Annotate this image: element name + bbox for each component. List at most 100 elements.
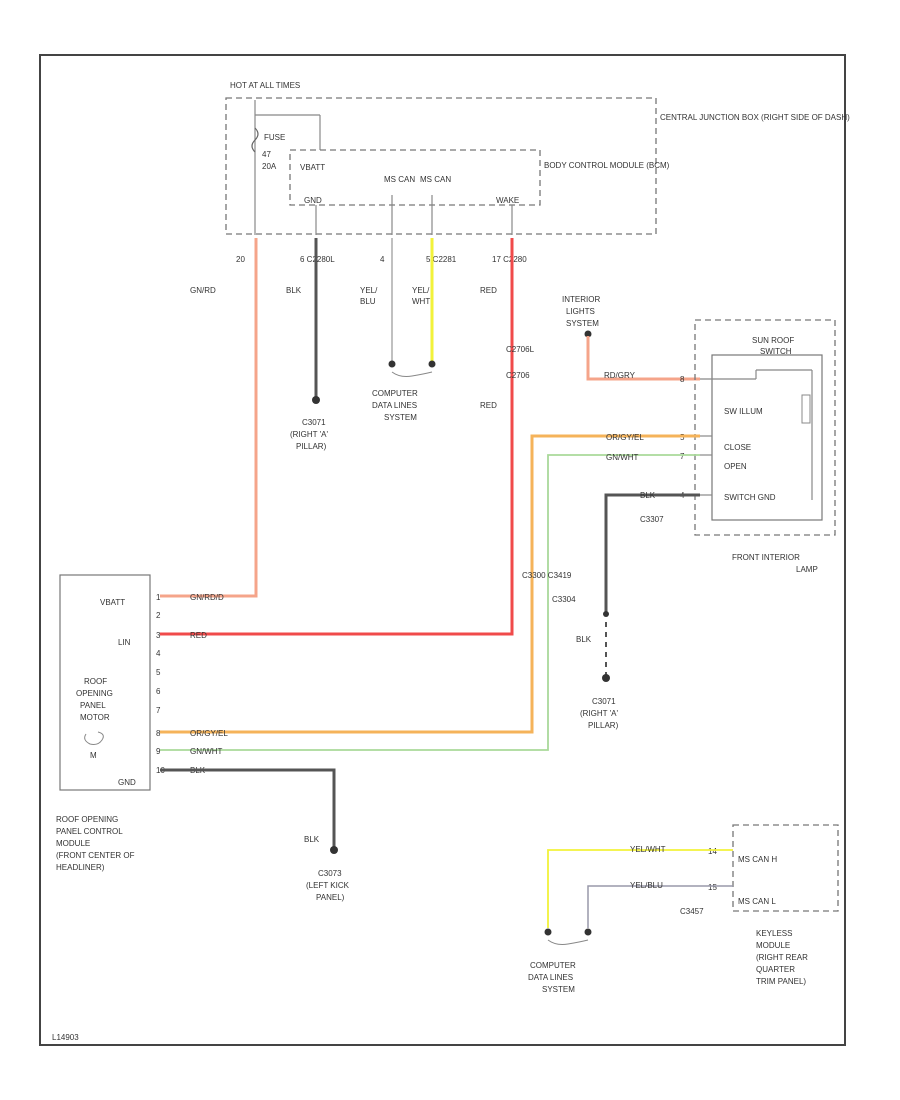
wire-label-blk2: BLK: [640, 491, 656, 500]
sw-illum: SW ILLUM: [724, 407, 763, 416]
roof-motor-l1: ROOF: [84, 677, 107, 686]
front-lamp-name-l2: LAMP: [796, 565, 818, 574]
wire-red: [160, 238, 514, 636]
wire-label-yel-wht-1: YEL/: [412, 286, 430, 295]
front-lamp-name-l1: FRONT INTERIOR: [732, 553, 800, 562]
wire-blk-ground2: [604, 493, 700, 612]
wire-label-yel-blu-2: BLU: [360, 297, 376, 306]
wire-label-c2706: C2706: [506, 371, 530, 380]
wire-label-red1: RED: [480, 286, 497, 295]
interior-lights-l3: SYSTEM: [566, 319, 599, 328]
roof-wire-label-1: GN/RD/D: [190, 593, 224, 602]
motor-icon: [84, 731, 104, 745]
keyless-pin-14: 14: [708, 847, 717, 856]
wire-label-yel-wht-2: WHT: [412, 297, 430, 306]
cdl2-bracket: [547, 939, 589, 945]
ground3-location-2: PANEL): [316, 893, 345, 902]
roof-wire-label-8: OR/GY/EL: [190, 729, 228, 738]
roof-motor-l3: PANEL: [80, 701, 106, 710]
fuse-number: 47: [262, 150, 271, 159]
bcm-wake: WAKE: [496, 196, 519, 205]
cdl1-l1: COMPUTER: [372, 389, 418, 398]
roof-vbatt: VBATT: [100, 598, 125, 607]
cdl2-terminal-a: [544, 928, 552, 936]
cdl1-l2: DATA LINES: [372, 401, 417, 410]
ground-point-3: [330, 846, 338, 854]
roof-module-name-l3: MODULE: [56, 839, 90, 848]
keyless-name-l4: QUARTER: [756, 965, 795, 974]
keyless-module-box: [732, 824, 839, 912]
wire-label-gnrd: GN/RD: [190, 286, 216, 295]
pin-label-20: 20: [236, 255, 245, 264]
splice-1: C3300 C3419: [522, 571, 572, 580]
wire-gnwht: [160, 454, 700, 751]
wire-label-yel-blu-1: YEL/: [360, 286, 378, 295]
interior-lights-l2: LIGHTS: [566, 307, 595, 316]
splice-terminal: [603, 611, 609, 617]
pin-label-c2280l: 6 C2280L: [300, 255, 335, 264]
roof-pin-6: 6: [156, 687, 161, 696]
wire-label-gnwht: GN/WHT: [606, 453, 639, 462]
fuse-label: FUSE: [264, 133, 285, 142]
sunroof-switch-l2: SWITCH: [760, 347, 792, 356]
open-label: OPEN: [724, 462, 747, 471]
ground2-location-2: PILLAR): [588, 721, 619, 730]
roof-motor-l2: OPENING: [76, 689, 113, 698]
roof-pin-1: 1: [156, 593, 161, 602]
wire-blk-ground3: [160, 768, 336, 848]
roof-lin: LIN: [118, 638, 131, 647]
wire-keyless-yel-wht: [547, 849, 733, 928]
wire-label-rdgry: RD/GRY: [604, 371, 636, 380]
cdl1-terminal-b: [428, 360, 436, 368]
roof-pin-9: 9: [156, 747, 161, 756]
ground3-location-1: (LEFT KICK: [306, 881, 350, 890]
interior-lights-terminal: [584, 330, 592, 338]
roof-module-name-l2: PANEL CONTROL: [56, 827, 123, 836]
interior-lights-l1: INTERIOR: [562, 295, 600, 304]
ground-point-1: [312, 396, 320, 404]
ground1-name: C3071: [302, 418, 326, 427]
ground2-name: C3071: [592, 697, 616, 706]
cdl2-l3: SYSTEM: [542, 985, 575, 994]
splice-blk: BLK: [576, 635, 592, 644]
splice-2: C3304: [552, 595, 576, 604]
fuse-amperage: 20A: [262, 162, 277, 171]
roof-pin-5: 5: [156, 668, 161, 677]
switch-gnd-label: SWITCH GND: [724, 493, 776, 502]
bcm-box: [289, 149, 541, 206]
cdl2-terminal-b: [584, 928, 592, 936]
pin-label-c2280: 17 C2280: [492, 255, 527, 264]
ground1-location-2: PILLAR): [296, 442, 327, 451]
wire-orgyel: [160, 434, 700, 734]
roof-wire-label-9: GN/WHT: [190, 747, 223, 756]
wire-rdgry: [586, 336, 700, 381]
keyless-connector: C3457: [680, 907, 704, 916]
roof-pin-4: 4: [156, 649, 161, 658]
fuse-icon: [251, 127, 259, 153]
ground3-name: C3073: [318, 869, 342, 878]
roof-motor-l4: MOTOR: [80, 713, 110, 722]
keyless-name-l1: KEYLESS: [756, 929, 792, 938]
cdl2-l2: DATA LINES: [528, 973, 573, 982]
keyless-wire-label-yel-wht: YEL/WHT: [630, 845, 666, 854]
wire-label-red2: RED: [480, 401, 497, 410]
roof-pin-3: 3: [156, 631, 161, 640]
cdl1-l3: SYSTEM: [384, 413, 417, 422]
pin-label-4: 4: [380, 255, 385, 264]
wire-gnrd: [160, 238, 258, 598]
cdl2-l1: COMPUTER: [530, 961, 576, 970]
footer-code: L14903: [52, 1033, 79, 1042]
keyless-name-l3: (RIGHT REAR: [756, 953, 808, 962]
bcm-ms-can-b: MS CAN: [420, 175, 451, 184]
pin-8: 8: [680, 375, 685, 384]
diagram-frame: [39, 54, 846, 1046]
bcm-label: BODY CONTROL MODULE (BCM): [544, 161, 670, 170]
keyless-pin-15: 15: [708, 883, 717, 892]
ground-point-2: [602, 674, 610, 682]
central-junction-label: CENTRAL JUNCTION BOX (RIGHT SIDE OF DASH…: [660, 113, 850, 122]
roof-pin-7: 7: [156, 706, 161, 715]
bcm-gnd: GND: [304, 196, 322, 205]
keyless-name-l5: TRIM PANEL): [756, 977, 806, 986]
keyless-name-l2: MODULE: [756, 941, 790, 950]
